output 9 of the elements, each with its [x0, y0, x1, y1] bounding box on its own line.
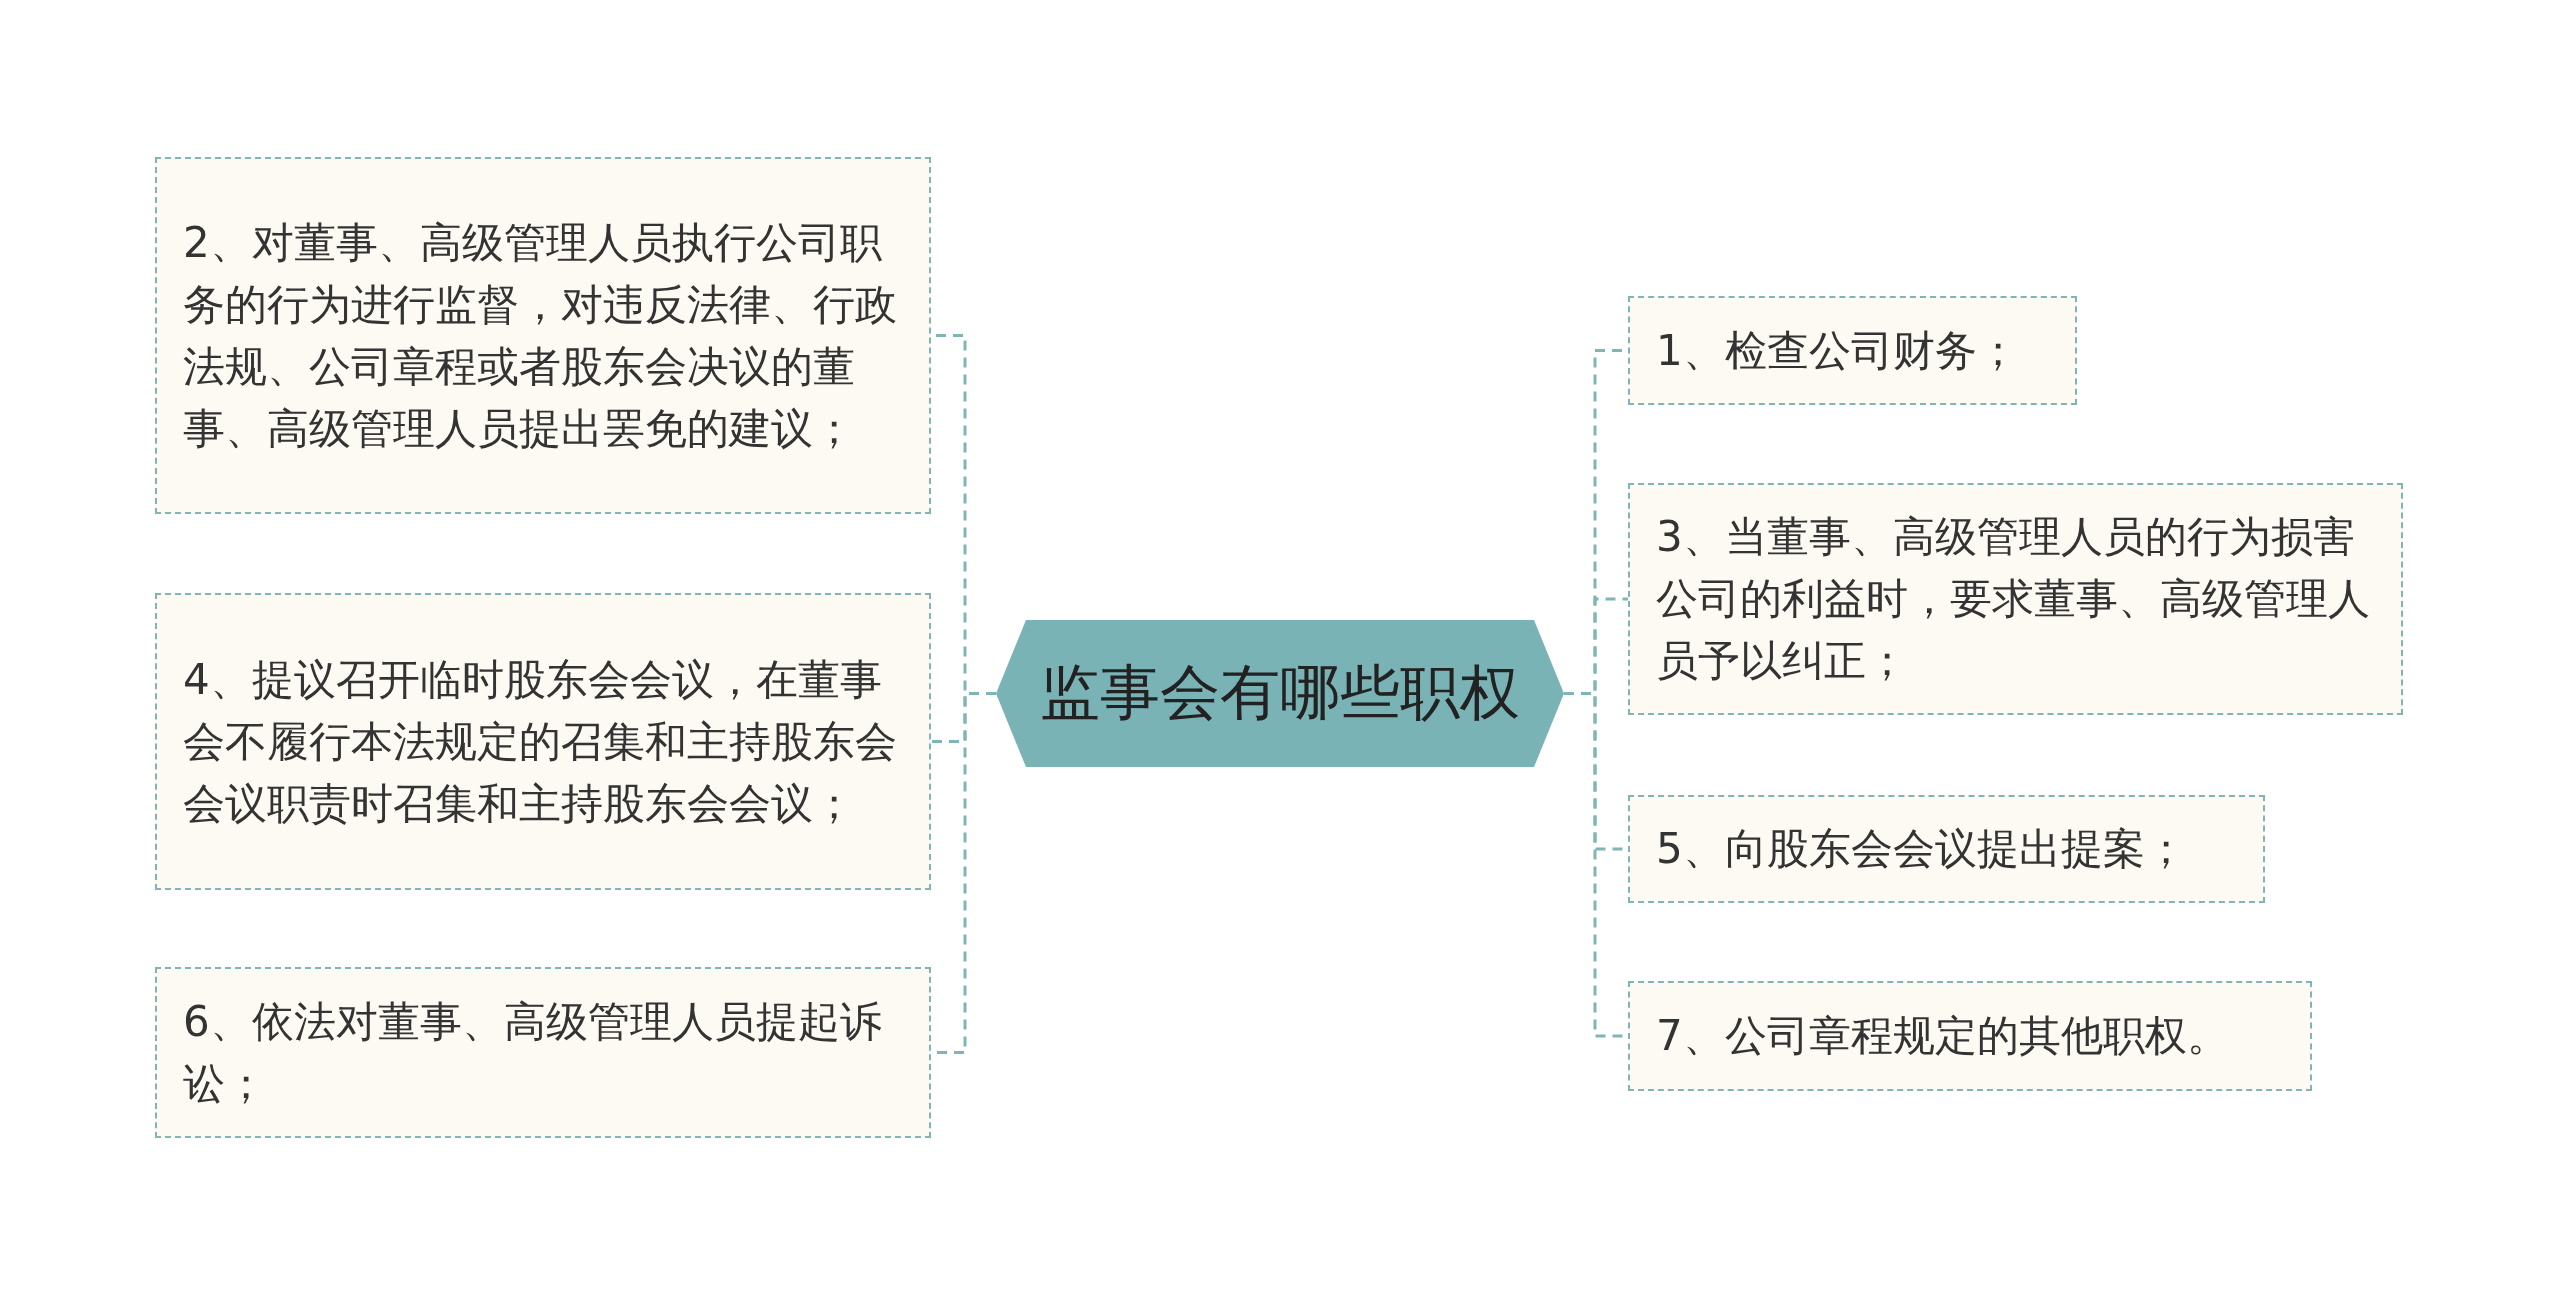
text-box: 6、依法对董事、高级管理人员提起诉讼；	[155, 967, 931, 1138]
text-box: 4、提议召开临时股东会会议，在董事会不履行本法规定的召集和主持股东会会议职责时召集和主持股东会会议；	[155, 593, 931, 890]
text-box: 7、公司章程规定的其他职权。	[1628, 981, 2312, 1091]
topic-hexagon	[996, 620, 1564, 767]
topic-text: 监事会有哪些职权	[1039, 656, 1521, 729]
text-box: 3、当董事、高级管理人员的行为损害公司的利益时，要求董事、高级管理人员予以纠正；	[1628, 483, 2403, 715]
text-box: 2、对董事、高级管理人员执行公司职务的行为进行监督，对违反法律、行政法规、公司章程或者股东会决议的董事、高级管理人员提出罢免的建议；	[155, 157, 931, 514]
text-box: 1、检查公司财务；	[1628, 296, 2077, 405]
text-box: 5、向股东会会议提出提案；	[1628, 795, 2265, 903]
